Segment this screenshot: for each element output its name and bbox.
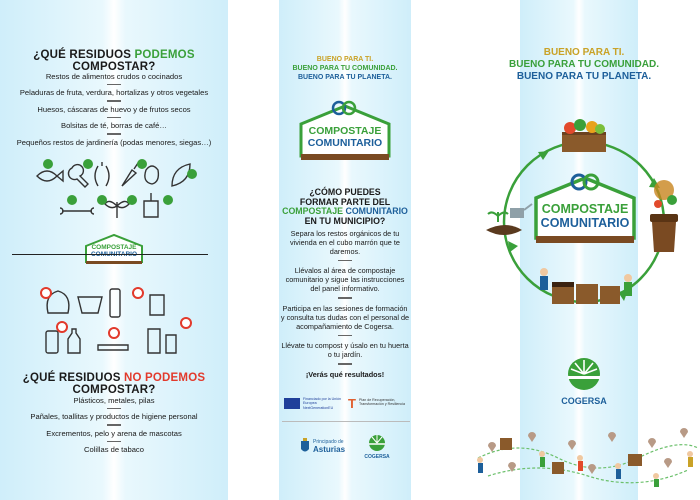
- arrow-icon: [538, 151, 549, 160]
- asturias-crest-icon: [301, 438, 309, 452]
- left-panel: ¿QUÉ RESIDUOS PODEMOS COMPOSTAR? Restos …: [0, 0, 228, 500]
- compost-cycle-diagram: [486, 119, 678, 304]
- right-compost-logo: COMPOSTAJE COMUNITARIO: [530, 170, 640, 248]
- pill-bottle-icon: [147, 328, 177, 354]
- cogersa-emblem-icon: [568, 358, 600, 390]
- leaf-icon: [171, 163, 191, 187]
- list-item: Colillas de tabaco: [84, 445, 144, 455]
- house-icon: [534, 173, 636, 243]
- bag-icon: [46, 290, 70, 314]
- divider: [107, 84, 121, 86]
- divider: [338, 297, 352, 299]
- cogersa-small-logo: COGERSA: [360, 434, 394, 464]
- right-panel: BUENO PARA TI. BUENO PARA TU COMUNIDAD. …: [468, 0, 700, 500]
- divider: [338, 334, 352, 337]
- divider: [107, 100, 121, 102]
- battery-icon: [109, 288, 121, 318]
- list-item: Bolsitas de té, borras de café…: [61, 121, 167, 131]
- cogersa-logo: COGERSA: [552, 357, 616, 413]
- brown-bin-icon: [650, 180, 678, 252]
- vegetable-crate-icon: [562, 119, 606, 152]
- right-slogan: BUENO PARA TI. BUENO PARA TU COMUNIDAD. …: [509, 47, 659, 82]
- plant-sprout-icon: [104, 200, 130, 218]
- carrot-icon: [121, 162, 139, 187]
- cannot-compost-title: ¿QUÉ RESIDUOS NO PODEMOS COMPOSTAR?: [22, 372, 206, 396]
- divider: [107, 116, 121, 119]
- steps-list: Separa los restos orgánicos de tu vivien…: [280, 229, 410, 379]
- forbidden-waste-icons: [40, 287, 192, 354]
- prtr-mark-icon: T: [348, 396, 356, 411]
- community-map-illustration: [477, 428, 699, 487]
- list-item: Pequeños restos de jardinería (podas men…: [16, 137, 212, 147]
- fish-icon: [36, 169, 64, 183]
- jar-icon: [45, 330, 59, 354]
- diaper-icon: [77, 296, 103, 314]
- bottle-icon: [67, 328, 81, 354]
- divider: [107, 424, 121, 426]
- middle-panel: BUENO PARA TI. BUENO PARA TU COMUNIDAD. …: [268, 0, 422, 500]
- step-text: Llévate tu compost y úsalo en tu huerta …: [281, 341, 409, 360]
- cogersa-emblem-icon: [369, 435, 385, 451]
- divider: [107, 408, 121, 410]
- check-icons: [43, 159, 197, 205]
- section-divider-line: [12, 254, 208, 256]
- list-item: Plásticos, metales, pilas: [73, 396, 155, 405]
- step-text: Participa en las sesiones de formación y…: [280, 303, 410, 331]
- eu-flag-icon: [284, 398, 300, 409]
- step-text: Llévalos al área de compostaje comunitar…: [285, 266, 405, 294]
- egg-icon: [144, 165, 160, 185]
- cigarette-icon: [97, 344, 129, 351]
- can-compost-title: ¿QUÉ RESIDUOS PODEMOS COMPOSTAR?: [33, 49, 195, 73]
- logos-divider: [282, 421, 410, 422]
- closing-text: ¡Verás qué resultados!: [305, 369, 385, 379]
- no-icons: [40, 287, 192, 339]
- cannot-compost-list: Plásticos, metales, pilas Pañales, toall…: [0, 396, 228, 455]
- divider: [107, 440, 121, 443]
- middle-slogan: BUENO PARA TI. BUENO PARA TU COMUNIDAD. …: [292, 56, 398, 81]
- small-compost-logo: COMPOSTAJE COMUNITARIO: [82, 232, 146, 266]
- list-item: Peladuras de fruta, verdura, hortalizas …: [19, 88, 209, 98]
- house-icon: [299, 100, 391, 160]
- divider: [107, 133, 121, 135]
- arrow-icon: [508, 241, 518, 252]
- list-item: Excrementos, pelo y arena de mascotas: [46, 428, 182, 438]
- divider: [338, 363, 352, 365]
- prtr-logo: T Plan de Recuperación, Transformación y…: [348, 396, 406, 411]
- middle-background-band: [279, 0, 411, 500]
- watering-plants-icon: [486, 203, 533, 235]
- person-icon: [477, 451, 693, 487]
- location-pin-icon: [488, 428, 688, 474]
- can-compost-list: Restos de alimentos crudos o cocinados P…: [0, 72, 228, 148]
- divider: [338, 260, 352, 262]
- middle-compost-logo: COMPOSTAJE COMUNITARIO: [295, 98, 395, 164]
- right-background-band: [520, 0, 638, 500]
- list-item: Pañales, toallitas y productos de higien…: [30, 412, 198, 422]
- how-title: ¿CÓMO PUEDES FORMAR PARTE DEL COMPOSTAJE…: [282, 187, 408, 226]
- list-item: Restos de alimentos crudos o cocinados: [45, 72, 183, 81]
- can-icon: [149, 294, 165, 316]
- compost-bins-icon: [540, 268, 632, 304]
- allowed-waste-icons: [36, 159, 197, 218]
- apple-core-icon: [94, 162, 110, 187]
- bone-icon: [59, 207, 95, 215]
- chicken-leg-icon: [67, 163, 89, 188]
- asturias-logo: Principado de Asturias: [300, 436, 350, 460]
- step-text: Separa los restos orgánicos de tu vivien…: [290, 229, 400, 256]
- compost-bin-icon: [500, 438, 642, 474]
- eu-funding-logo: Financiado por la Unión Europea NextGene…: [284, 396, 344, 412]
- list-item: Huesos, cáscaras de huevo y de frutos se…: [37, 104, 191, 114]
- tea-bag-icon: [143, 193, 159, 218]
